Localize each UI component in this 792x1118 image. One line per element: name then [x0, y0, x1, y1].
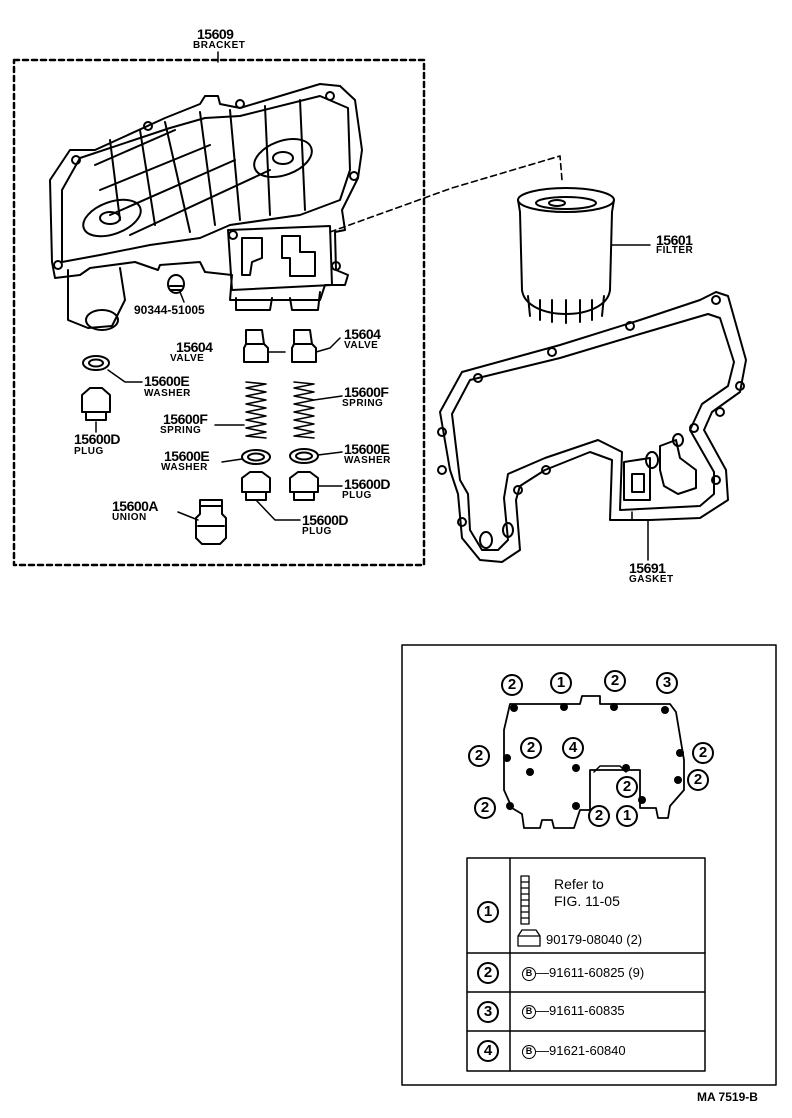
bracket-number: 15609 [197, 26, 234, 42]
washer-e2-number: 15600E [164, 448, 210, 464]
gasket-name: GASKET [629, 574, 674, 585]
union-drawing [195, 499, 227, 545]
legend-part-2: 91611-60825 (9) [549, 965, 645, 980]
washer-middle-right [289, 448, 319, 464]
plug-d1-number: 15600D [74, 431, 121, 447]
washer-e2-name: WASHER [161, 462, 208, 473]
bolt-marker: 1 [550, 672, 572, 694]
bolt-marker: 2 [474, 797, 496, 819]
valve-left [243, 329, 269, 363]
bolt-marker: 2 [616, 776, 638, 798]
bracket-drawing [49, 83, 363, 331]
union-number: 15600A [112, 498, 159, 514]
valve-right-name: VALVE [344, 340, 379, 351]
washer-e3-number: 15600E [344, 441, 390, 457]
bolt-badge-icon: B [522, 966, 536, 981]
plug-d3-name: PLUG [302, 526, 332, 537]
washer-e1-name: WASHER [144, 388, 191, 399]
plug-d2-name: PLUG [342, 490, 372, 501]
legend-ref-line1: Refer to [554, 876, 604, 892]
filter-drawing [517, 187, 615, 324]
legend-part-4: 91621-60840 [549, 1043, 626, 1058]
washer-left [82, 355, 110, 371]
bolt-marker: 2 [604, 670, 626, 692]
legend-dash: — [536, 1003, 549, 1018]
spring-f-right-number: 15600F [344, 384, 389, 400]
plug-middle-right [289, 471, 319, 501]
bolt-badge-icon: B [522, 1004, 536, 1019]
union-name: UNION [112, 512, 147, 523]
bolt-number: 90344-51005 [134, 303, 205, 317]
reference-panel [401, 644, 777, 1086]
plug-left [81, 387, 111, 421]
bolt-marker: 2 [588, 805, 610, 827]
stud-icon [520, 875, 530, 925]
plug-d2-number: 15600D [344, 476, 391, 492]
bolt-drawing [167, 274, 185, 294]
plug-d3-number: 15600D [302, 512, 349, 528]
legend-row-4: B—91621-60840 [522, 1044, 626, 1059]
legend-key-3: 3 [477, 1001, 499, 1023]
legend-dash: — [536, 965, 549, 980]
valve-left-name: VALVE [170, 353, 205, 364]
spring-left [245, 381, 267, 439]
legend-dash: — [536, 1043, 549, 1058]
washer-middle-left [241, 449, 271, 465]
filter-number: 15601 [656, 232, 693, 248]
legend-ref-line2: FIG. 11-05 [554, 893, 620, 909]
bolt-marker: 3 [656, 672, 678, 694]
bolt-marker: 1 [616, 805, 638, 827]
bolt-layout-outline [503, 695, 685, 829]
plug-d1-name: PLUG [74, 446, 104, 457]
bolt-positions [503, 703, 684, 810]
valve-right [291, 329, 317, 363]
bolt-marker: 2 [692, 742, 714, 764]
spring-f-left-name: SPRING [160, 425, 202, 436]
gasket-number: 15691 [629, 560, 666, 576]
projection-line [329, 155, 563, 233]
legend-part-3: 91611-60835 [549, 1003, 625, 1018]
bolt-badge-icon: B [522, 1044, 536, 1059]
valve-left-number: 15604 [176, 339, 213, 355]
filter-name: FILTER [656, 245, 694, 256]
plug-middle-left [241, 471, 271, 501]
legend-row-2: B—91611-60825 (9) [522, 966, 644, 981]
spring-f-right-name: SPRING [342, 398, 384, 409]
figure-code: MA 7519-B [697, 1090, 758, 1104]
washer-e3-name: WASHER [344, 455, 391, 466]
legend-table [466, 857, 706, 1072]
bracket-name: BRACKET [193, 40, 246, 51]
bracket-group-boundary [12, 58, 426, 567]
valve-right-number: 15604 [344, 326, 381, 342]
legend-key-1: 1 [477, 901, 499, 923]
bolt-marker: 2 [687, 769, 709, 791]
bolt-marker: 4 [562, 737, 584, 759]
spring-right [293, 381, 315, 439]
legend-part-1: 90179-08040 (2) [546, 932, 643, 947]
spring-f-left-number: 15600F [163, 411, 208, 427]
legend-key-2: 2 [477, 962, 499, 984]
bolt-marker: 2 [501, 674, 523, 696]
legend-row-3: B—91611-60835 [522, 1004, 625, 1019]
bolt-marker: 2 [468, 745, 490, 767]
gasket-drawing [437, 291, 747, 563]
legend-key-4: 4 [477, 1040, 499, 1062]
washer-e1-number: 15600E [144, 373, 190, 389]
nut-icon [517, 929, 541, 947]
bolt-marker: 2 [520, 737, 542, 759]
